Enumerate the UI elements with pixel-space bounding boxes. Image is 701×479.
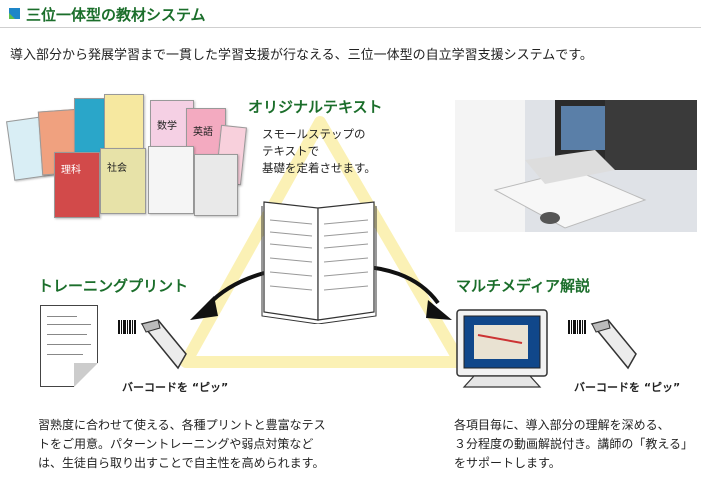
multimedia-title: マルチメディア解説 — [456, 277, 590, 295]
original-text-line: スモールステップの — [262, 127, 366, 141]
original-text-line: 基礎を定着させます。 — [262, 161, 376, 175]
book-title: 理科 — [61, 165, 81, 176]
original-text-title: オリジナルテキスト — [248, 98, 383, 116]
book-cover: 理科 — [54, 152, 100, 218]
print-sheet-image — [40, 305, 98, 387]
textbook-pile: 数学 英語 理科 社会 — [6, 92, 247, 220]
original-text-line: テキストで — [262, 144, 320, 158]
open-textbook-image — [261, 201, 377, 324]
multimedia-desc-line: 各項目毎に、導入部分の理解を深める、 — [454, 418, 670, 432]
multimedia-barcode-label: バーコードを “ピッ” — [574, 381, 681, 394]
section-title: 三位一体型の教材システム — [26, 6, 206, 24]
training-desc-line: は、生徒自ら取り出すことで自主性を高められます。 — [38, 456, 325, 470]
monitor-image — [456, 309, 548, 389]
header-square-icon — [9, 8, 20, 19]
arrowhead-right — [426, 300, 452, 320]
triangle-shape — [180, 116, 466, 368]
book-cover — [104, 94, 144, 156]
barcode-scanner-icon — [140, 319, 187, 370]
multimedia-desc-line: ３分程度の動画解説付き。講師の「教える」 — [454, 437, 694, 451]
book-cover: 社会 — [100, 148, 146, 214]
training-desc-line: トをご用意。パターントレーニングや弱点対策など — [38, 437, 314, 451]
barcode-icon — [118, 320, 136, 334]
book-title: 数学 — [157, 121, 177, 132]
multimedia-desc-line: をサポートします。 — [454, 456, 561, 470]
barcode-icon — [568, 320, 586, 334]
training-barcode-label: バーコードを “ピッ” — [122, 381, 229, 394]
book-cover — [148, 146, 194, 214]
intro-text: 導入部分から発展学習まで一貫した学習支援が行なえる、三位一体型の自立学習支援シス… — [10, 48, 593, 63]
book-title: 社会 — [107, 163, 127, 174]
section-header: 三位一体型の教材システム — [0, 0, 701, 28]
training-desc-line: 習熟度に合わせて使える、各種プリントと豊富なテス — [38, 418, 326, 432]
book-title: 英語 — [193, 127, 213, 138]
training-print-title: トレーニングプリント — [38, 277, 189, 295]
barcode-scanner-icon — [590, 319, 637, 370]
arrowhead-left — [190, 296, 218, 320]
book-cover — [194, 154, 238, 216]
student-computer-photo — [455, 100, 697, 232]
